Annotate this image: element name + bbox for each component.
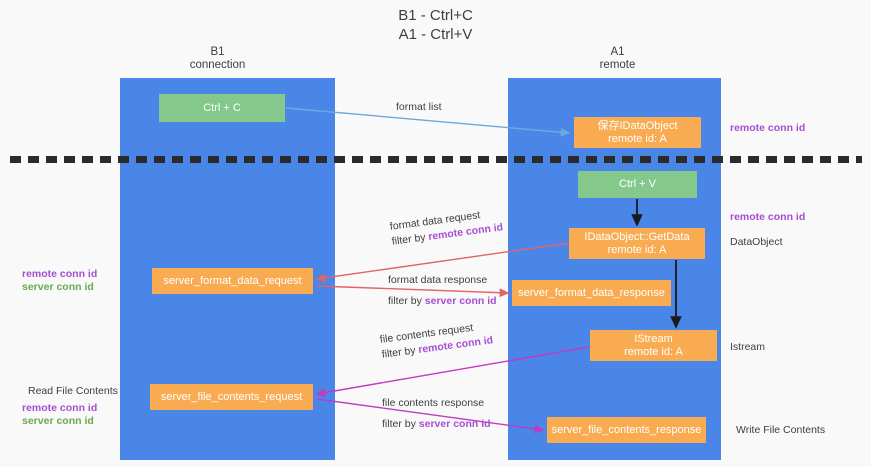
annotation-right-remote-conn-id-top: remote conn id xyxy=(730,122,806,134)
box-ctrl-v[interactable]: Ctrl + V xyxy=(578,171,697,198)
annotation-right-remote-conn-id-mid: remote conn id xyxy=(730,211,806,223)
column-header-b1-name: B1 xyxy=(210,46,225,58)
annotation-right-istream: Istream xyxy=(730,341,766,353)
arrow-format-list xyxy=(285,107,571,137)
arrow-format-data-response xyxy=(316,285,510,298)
phase-separator xyxy=(10,156,862,163)
label-format-list: format list xyxy=(396,100,442,115)
box-idataobject[interactable]: 保存IDataObject remote id: A xyxy=(574,117,701,148)
column-header-a1: A1 remote xyxy=(560,46,675,72)
annotation-left-remote-conn-id-mid: remote conn id xyxy=(22,268,98,280)
label-format-data-response-filter-key: server conn id xyxy=(424,295,497,307)
box-server-file-contents-response-label: server_file_contents_response xyxy=(551,423,702,436)
box-ctrl-v-label: Ctrl + V xyxy=(619,178,656,190)
column-header-b1-role: connection xyxy=(189,59,246,71)
annotation-left-server-conn-id-mid: server conn id xyxy=(22,281,94,293)
box-server-file-contents-request-label: server_file_contents_request xyxy=(160,390,303,403)
box-istream-line1: IStream xyxy=(634,332,673,345)
arrow-format-data-request xyxy=(315,242,570,283)
arrow-file-contents-response xyxy=(316,398,545,434)
box-getdata-line1: IDataObject::GetData xyxy=(584,230,690,243)
box-ctrl-c-label: Ctrl + C xyxy=(203,101,241,114)
box-server-file-contents-request[interactable]: server_file_contents_request xyxy=(150,384,313,410)
annotation-left-conn-ids-mid: remote conn id server conn id xyxy=(22,268,97,294)
label-format-data-response: format data response filter by server co… xyxy=(388,273,497,309)
label-format-data-response-text: format data response xyxy=(388,274,488,286)
label-format-data-response-filter-prefix: filter by xyxy=(388,295,425,307)
label-format-data-request-filter-prefix: filter by xyxy=(391,231,430,248)
column-header-a1-name: A1 xyxy=(610,46,625,58)
box-server-format-data-request[interactable]: server_format_data_request xyxy=(152,268,313,294)
title-line-2: A1 - Ctrl+V xyxy=(398,26,473,43)
box-server-file-contents-response[interactable]: server_file_contents_response xyxy=(547,417,706,443)
box-server-format-data-request-label: server_format_data_request xyxy=(163,274,302,287)
column-header-a1-role: remote xyxy=(599,59,636,71)
label-format-list-text: format list xyxy=(396,101,442,113)
annotation-right-write-file-contents: Write File Contents xyxy=(736,424,826,436)
box-istream[interactable]: IStream remote id: A xyxy=(590,330,717,361)
label-file-contents-response-filter-key: server conn id xyxy=(418,418,491,430)
box-idataobject-getdata[interactable]: IDataObject::GetData remote id: A xyxy=(569,228,705,259)
annotation-left-remote-conn-id-bottom: remote conn id xyxy=(22,402,98,414)
annotation-left-conn-ids-bottom: remote conn id server conn id xyxy=(22,402,97,428)
box-getdata-line2: remote id: A xyxy=(607,243,667,256)
column-header-b1: B1 connection xyxy=(160,46,275,72)
title-line-1: B1 - Ctrl+C xyxy=(398,7,473,24)
annotation-left-server-conn-id-bottom: server conn id xyxy=(22,415,94,427)
box-ctrl-c[interactable]: Ctrl + C xyxy=(159,94,285,122)
annotation-right-dataobject: DataObject xyxy=(730,236,783,248)
label-file-contents-request-filter-prefix: filter by xyxy=(381,344,420,361)
label-file-contents-response: file contents response filter by server … xyxy=(382,396,491,432)
diagram-title: B1 - Ctrl+C A1 - Ctrl+V xyxy=(0,6,871,44)
label-file-contents-response-filter-prefix: filter by xyxy=(382,418,419,430)
arrow-file-contents-request xyxy=(315,346,590,397)
box-server-format-data-response[interactable]: server_format_data_response xyxy=(512,280,671,306)
annotation-left-read-file-contents: Read File Contents xyxy=(28,385,118,397)
box-istream-line2: remote id: A xyxy=(624,345,683,358)
label-file-contents-response-text: file contents response xyxy=(382,397,485,409)
box-idataobject-line1: 保存IDataObject xyxy=(597,119,678,132)
box-idataobject-line2: remote id: A xyxy=(608,132,667,145)
box-server-format-data-response-label: server_format_data_response xyxy=(518,286,665,299)
